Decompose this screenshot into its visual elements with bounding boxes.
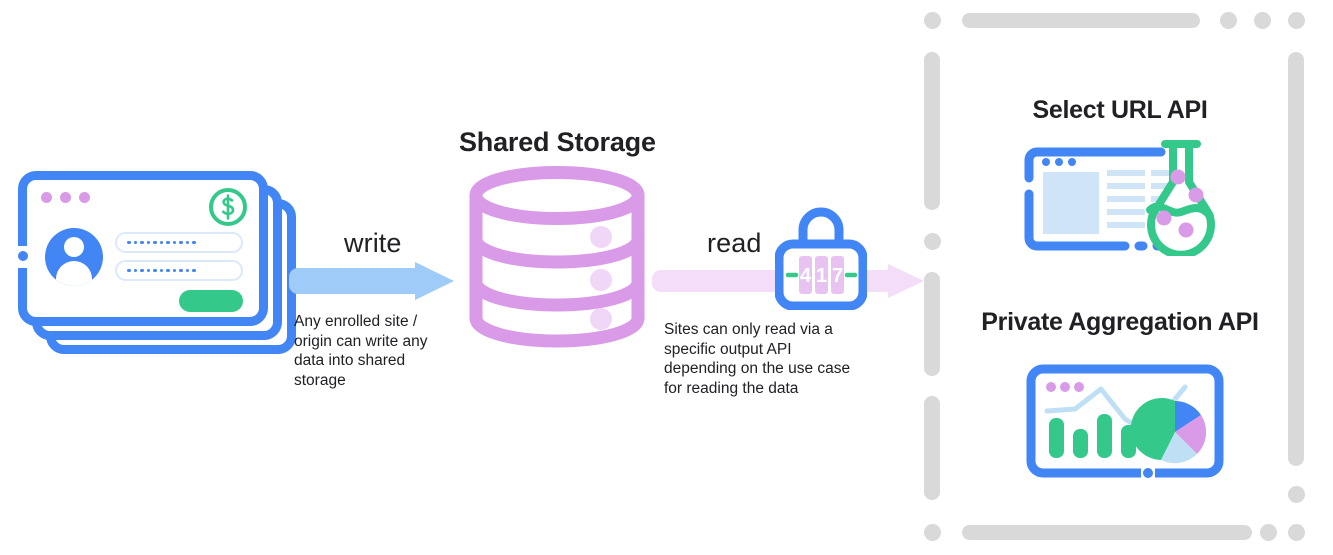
database-cylinder-icon xyxy=(466,165,648,350)
border-dot xyxy=(1220,12,1237,29)
border-dash xyxy=(924,396,940,500)
browser-card-front xyxy=(17,171,268,326)
border-dot xyxy=(1288,524,1305,541)
border-dot xyxy=(924,12,941,29)
border-dot xyxy=(1288,12,1305,29)
shared-storage-title: Shared Storage xyxy=(459,127,656,157)
write-caption: Any enrolled site / origin can write any… xyxy=(294,313,428,389)
border-dash xyxy=(962,13,1200,28)
border-dot xyxy=(924,524,941,541)
combination-lock-icon: 4 1 7 xyxy=(774,200,868,311)
password-field-1[interactable] xyxy=(115,232,243,253)
border-dash xyxy=(924,52,940,210)
dashboard-charts-icon xyxy=(1025,363,1225,483)
border-dot xyxy=(1254,12,1271,29)
select-url-api-title: Select URL API xyxy=(1032,96,1208,124)
submit-button[interactable] xyxy=(179,290,243,312)
border-dash xyxy=(962,525,1252,540)
window-dots xyxy=(41,192,90,203)
window-dot-icon xyxy=(41,192,52,203)
svg-text:7: 7 xyxy=(832,265,843,287)
browser-window-with-flask-icon xyxy=(1015,138,1230,259)
output-apis-panel: Select URL API xyxy=(920,8,1320,546)
svg-text:1: 1 xyxy=(816,265,827,287)
read-caption: Sites can only read via a specific outpu… xyxy=(664,321,851,397)
border-dash xyxy=(924,272,940,376)
write-arrow-icon xyxy=(289,262,454,300)
user-avatar-icon xyxy=(45,228,103,286)
window-dot-icon xyxy=(60,192,71,203)
border-dash xyxy=(1288,52,1304,466)
window-dot-icon xyxy=(79,192,90,203)
border-dot xyxy=(1260,524,1277,541)
dollar-circle-icon xyxy=(209,188,247,226)
svg-text:4: 4 xyxy=(800,265,812,287)
read-label: read xyxy=(707,228,762,258)
border-dot xyxy=(1288,486,1305,503)
border-dot xyxy=(924,233,941,250)
private-aggregation-api-title: Private Aggregation API xyxy=(981,308,1259,336)
site-browser-window-stack xyxy=(10,165,300,360)
card-border-dot-icon xyxy=(18,251,28,261)
write-label: write xyxy=(344,228,402,258)
password-field-2[interactable] xyxy=(115,260,243,281)
